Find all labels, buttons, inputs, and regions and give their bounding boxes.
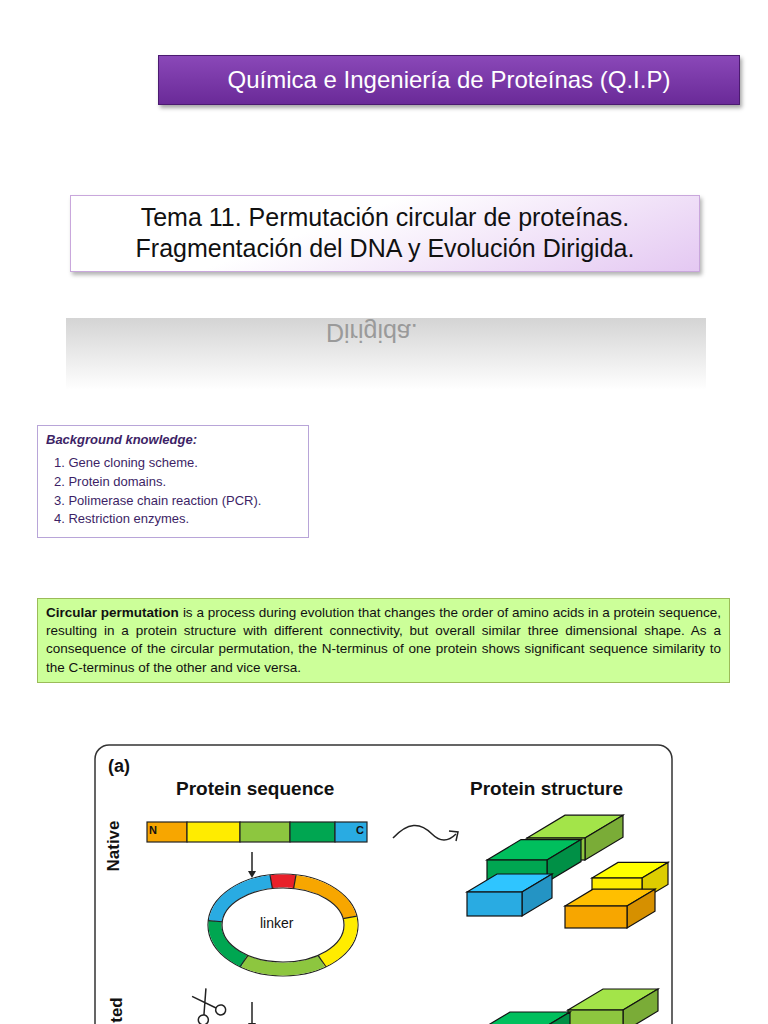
domain-block: [467, 874, 552, 916]
circular-construct: [208, 874, 358, 976]
ring-divider: [208, 921, 222, 922]
fold-arrow-head: [449, 831, 458, 841]
body-text: 2. Protein domains.: [46, 473, 300, 492]
row-label: Native: [104, 820, 124, 871]
column-heading: Protein sequence: [176, 778, 334, 800]
definition-box: Circular permutationis a process during …: [37, 598, 730, 683]
column-heading: Protein structure: [470, 778, 623, 800]
step-arrow: [251, 1002, 253, 1024]
domain-block: [480, 1012, 570, 1024]
ring-divider: [270, 875, 272, 889]
sequence-segment: [187, 822, 240, 842]
title-banner: Química e Ingeniería de Proteínas (Q.I.P…: [158, 55, 740, 105]
ring-outline: [222, 888, 344, 962]
heading-text: Background knowledge:: [46, 431, 300, 450]
reflection-text: Dirigida.: [326, 318, 418, 347]
body-text: 4. Restriction enzymes.: [46, 510, 300, 529]
body-text: 1. Gene cloning scheme.: [46, 454, 300, 473]
sequence-segment: [335, 822, 367, 842]
panel-letter: (a): [108, 756, 130, 777]
sequence-bar: [147, 822, 367, 842]
ring-divider: [294, 875, 296, 889]
step-arrow-head: [248, 1023, 256, 1024]
ring-segment: [271, 875, 295, 889]
body-text: 3. Polimerase chain reaction (PCR).: [46, 492, 300, 511]
ring-divider: [318, 955, 326, 966]
title-text: Química e Ingeniería de Proteínas (Q.I.P…: [228, 66, 671, 94]
domain-block: [565, 889, 655, 928]
ring-segment: [295, 882, 350, 918]
ring-divider: [343, 916, 357, 918]
sequence-segment: [240, 822, 290, 842]
figure-frame: [95, 745, 672, 1024]
terminus-label: N: [149, 824, 157, 836]
ring-segment: [322, 917, 351, 961]
heading-text: Circular permutation: [46, 605, 179, 620]
row-label: ted: [107, 997, 127, 1023]
sequence-segment: [147, 822, 187, 842]
domain-block: [568, 989, 658, 1024]
step-arrow: [251, 852, 253, 872]
ring-divider: [240, 955, 248, 966]
reflection-shade: [66, 318, 706, 390]
topic-box: Tema 11. Permutación circular de proteín…: [70, 195, 700, 272]
scissors-icon: [186, 985, 227, 1024]
terminus-label: C: [356, 824, 364, 836]
sequence-segment: [290, 822, 335, 842]
knowledge-box: Background knowledge: 1. Gene cloning sch…: [37, 425, 309, 538]
fold-arrow: [393, 825, 456, 840]
ring-segment: [215, 921, 244, 961]
ring-outline: [208, 874, 358, 976]
body-text: Tema 11. Permutación circular de proteín…: [85, 202, 685, 265]
linker-label: linker: [260, 915, 293, 931]
